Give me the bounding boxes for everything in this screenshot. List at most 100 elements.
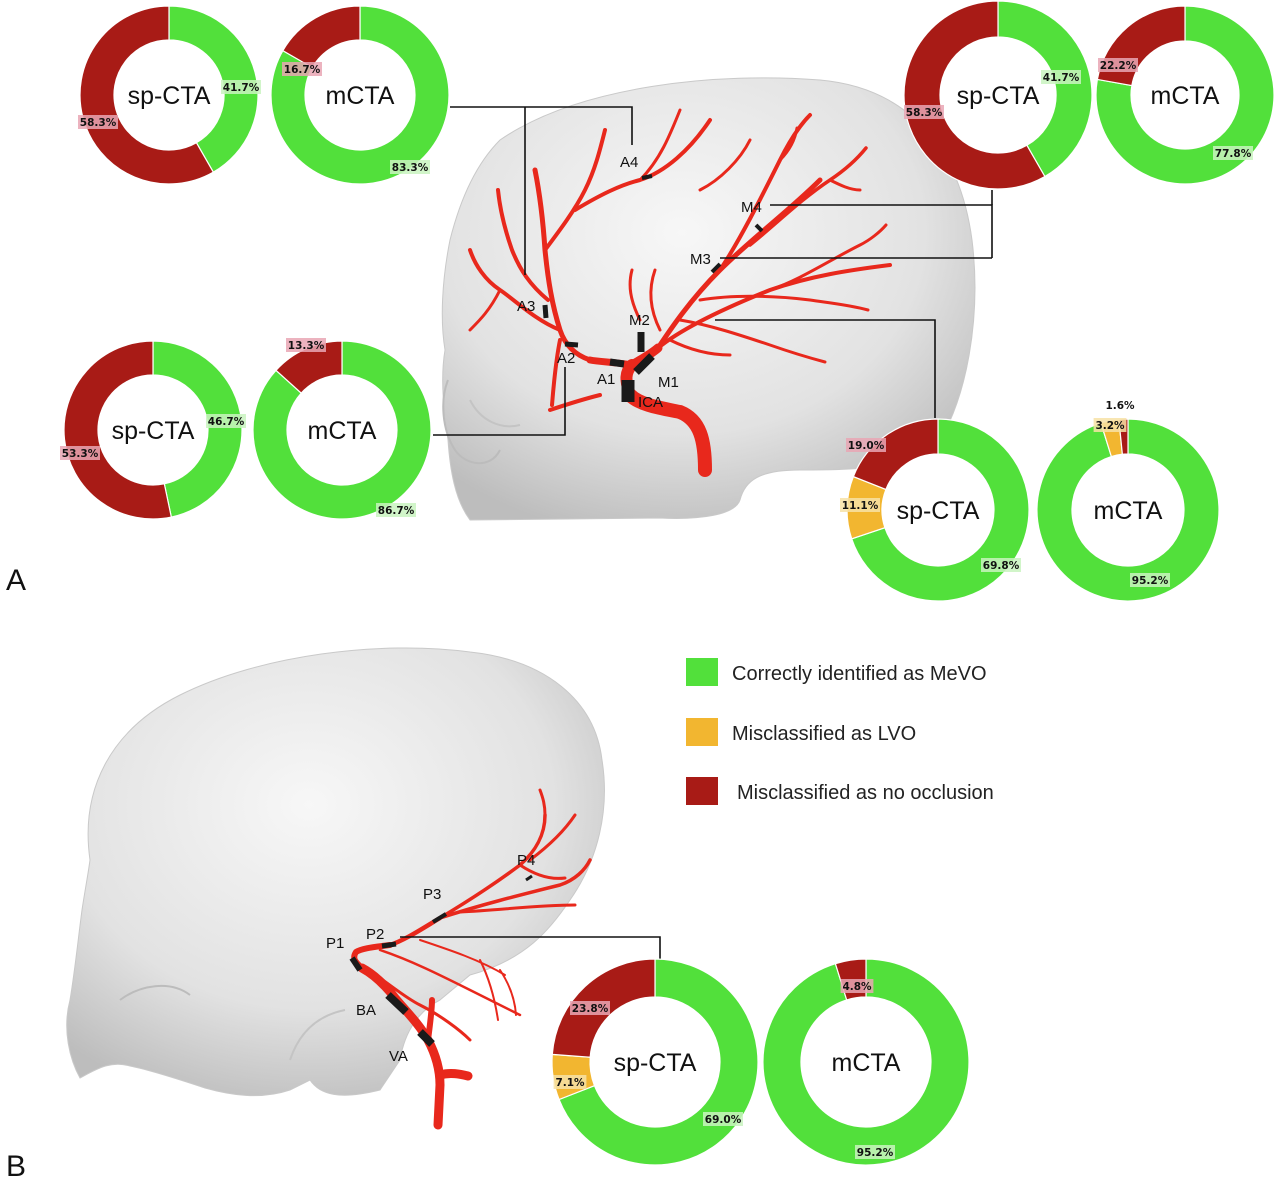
panel-b: P1 P2 P3 P4 BA VA B [6,647,661,1182]
donut-center-label: mCTA [832,1049,901,1077]
donut-slice-correct [252,340,432,520]
pct-label-bg [1093,418,1127,432]
donut-slice-correct [762,958,970,1166]
legend-swatch-lvo [686,718,718,746]
segment-label-ba: BA [356,1002,376,1019]
donut-slice-none [275,340,343,394]
segment-label-m1: M1 [658,374,679,391]
donut-chart-a4-sp-cta: sp-CTA 41.7% 58.3% [78,5,261,185]
segment-label-ica: ICA [638,394,663,411]
donut-center-label: mCTA [1094,497,1163,525]
pct-label-correct: 46.7% [208,416,245,428]
segment-label-va: VA [389,1048,408,1065]
pct-label-bg [570,1001,610,1015]
pct-label-bg [981,558,1021,572]
pct-label-correct: 86.7% [378,505,415,517]
donut-center-label: mCTA [1151,82,1220,110]
donut-slice-correct [997,0,1093,178]
pct-label-bg [553,1075,587,1089]
va-occlusion-marker [417,1029,435,1047]
pct-label-correct: 69.8% [983,560,1020,572]
panel-label-a: A [6,564,26,597]
pct-label-bg [286,338,326,352]
donut-center-label: mCTA [308,417,377,445]
donut-slice-correct [270,5,450,185]
a4-occlusion-marker [641,174,653,180]
pct-label-lvo: 3.2% [1095,420,1125,432]
segment-label-p3: P3 [423,886,441,903]
occlusion-markers-b [349,874,533,1047]
pct-label-correct: 41.7% [223,82,260,94]
p3-occlusion-marker [431,912,448,924]
donut-center-label: mCTA [326,82,395,110]
pct-label-bg [840,498,880,512]
pct-label-bg [840,979,874,993]
donut-slice-none [63,340,173,520]
pct-label-bg [282,62,322,76]
pct-label-correct: 95.2% [1132,575,1169,587]
legend: Correctly identified as MeVO Misclassifi… [686,658,994,805]
donut-slice-correct [850,418,1030,602]
pct-label-correct: 69.0% [705,1114,742,1126]
pct-label-bg [376,503,416,517]
legend-swatch-correct [686,658,718,686]
donut-slice-none [903,0,1046,190]
panel-label-b: B [6,1150,26,1182]
legend-label-none: Misclassified as no occlusion [737,782,994,804]
pct-label-none: 1.6% [1105,400,1135,412]
pct-label-bg [1213,146,1253,160]
pct-label-lvo: 11.1% [842,500,879,512]
pct-label-bg [221,80,261,94]
pct-label-bg [904,105,944,119]
m1-occlusion-marker [633,353,655,375]
donut-slice-none [1096,5,1186,87]
pct-label-bg [855,1145,895,1159]
segment-label-a1: A1 [597,371,615,388]
segment-label-m4: M4 [741,199,762,216]
pct-label-bg [1098,58,1138,72]
a2-occlusion-marker [564,341,579,348]
pct-label-none: 22.2% [1100,60,1137,72]
a1-occlusion-marker [609,358,625,368]
pct-label-none: 23.8% [572,1003,609,1015]
pct-label-none: 4.8% [842,981,872,993]
p2-occlusion-marker [381,941,397,949]
leader-lines-a [433,106,993,436]
segment-label-m2: M2 [629,312,650,329]
donut-chart-p2-sp-cta: sp-CTA 69.0% 7.1% 23.8% [551,958,759,1166]
pct-label-bg [1041,70,1081,84]
donut-center-label: sp-CTA [614,1049,697,1077]
pct-label-none: 19.0% [848,440,885,452]
segment-label-a4: A4 [620,154,638,171]
pct-label-bg [703,1112,743,1126]
donut-slice-correct [1095,5,1275,185]
ba-occlusion-marker [385,992,409,1015]
pct-label-none: 58.3% [80,117,117,129]
donut-slice-none [282,5,361,69]
donut-chart-m2-sp-cta: sp-CTA 69.8% 11.1% 19.0% [840,418,1030,602]
segment-label-m3: M3 [690,251,711,268]
p1-occlusion-marker [349,956,363,972]
donut-center-label: sp-CTA [112,417,195,445]
donut-center-label: sp-CTA [957,82,1040,110]
donut-center-label: sp-CTA [897,497,980,525]
a3-occlusion-marker [542,304,549,319]
segment-label-p4: P4 [517,852,535,869]
donut-chart-m2-mcta: mCTA 95.2% 3.2% 1.6% [1036,400,1220,602]
legend-label-correct: Correctly identified as MeVO [732,663,987,685]
donut-center-label: sp-CTA [128,82,211,110]
pct-label-none: 16.7% [284,64,321,76]
pct-label-bg [60,446,100,460]
skull-b-illustration [66,647,605,1097]
pct-label-bg [78,115,118,129]
pct-label-lvo: 7.1% [555,1077,585,1089]
pct-label-bg [390,160,430,174]
pct-label-bg [1130,573,1170,587]
donut-slice-none [79,5,215,185]
